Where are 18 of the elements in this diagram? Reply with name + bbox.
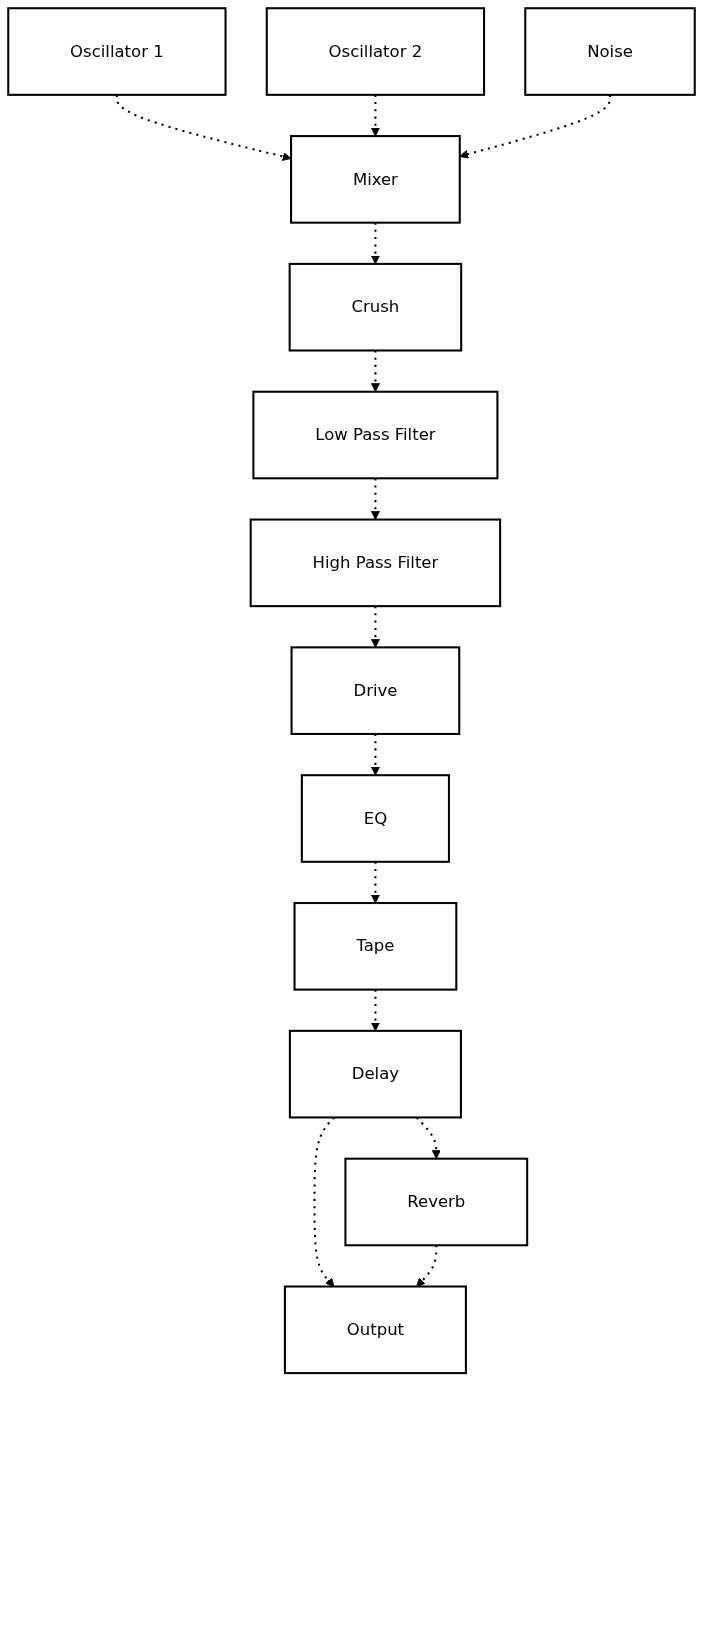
- node-box: Reverb: [344, 1157, 529, 1247]
- arrow: [115, 94, 292, 161]
- node-box: Crush: [288, 262, 463, 352]
- node-box: Noise: [524, 7, 696, 96]
- node-box: EQ: [300, 774, 450, 863]
- node-box: Low Pass Filter: [252, 390, 499, 480]
- node-box: High Pass Filter: [249, 518, 502, 608]
- node-box: Tape: [293, 902, 458, 991]
- arrow: [370, 733, 380, 776]
- node-box: Oscillator 2: [265, 7, 486, 96]
- node-box: Oscillator 1: [7, 7, 227, 96]
- arrow: [370, 94, 380, 137]
- node-box: Mixer: [290, 135, 461, 224]
- node-box: Drive: [290, 646, 461, 735]
- node-box: Delay: [288, 1029, 462, 1119]
- node-box: Output: [283, 1285, 467, 1375]
- arrow: [370, 861, 380, 904]
- arrow: [459, 94, 612, 159]
